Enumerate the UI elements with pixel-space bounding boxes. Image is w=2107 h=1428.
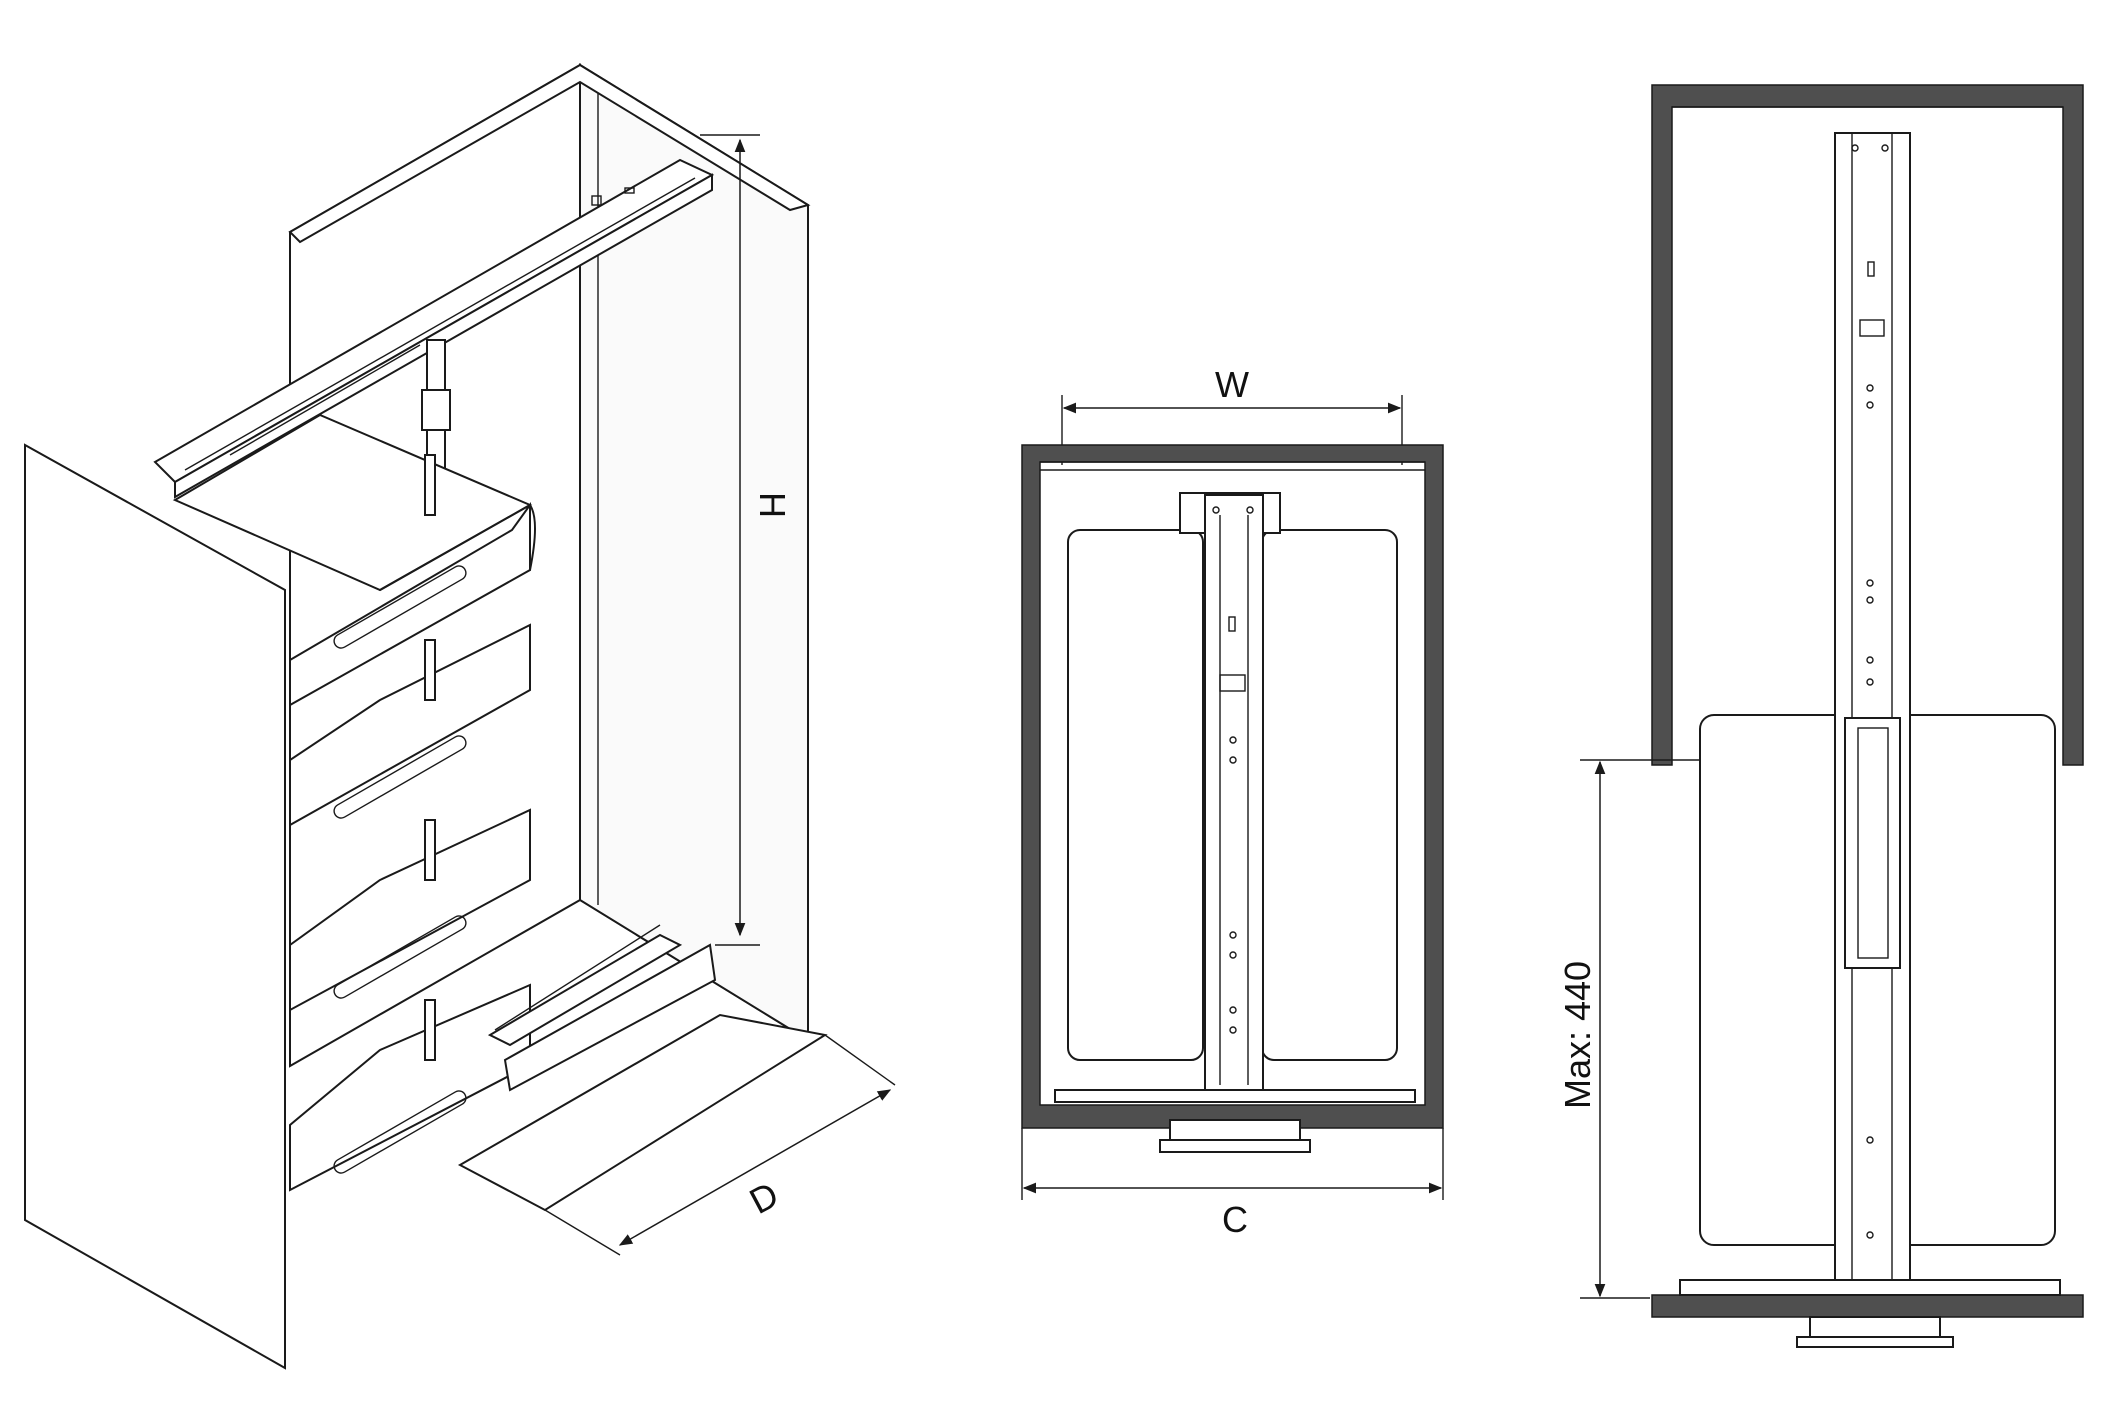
basket-2 <box>289 623 531 827</box>
depth-label: D <box>743 1174 785 1222</box>
basket-panel-right <box>1261 529 1398 1061</box>
width-label: W <box>1215 364 1249 405</box>
bottom-slide-rail <box>487 924 717 1092</box>
isometric-view: H D <box>24 63 896 1370</box>
side-view: Max: 440 <box>1557 84 2084 1348</box>
front-view: W C <box>1021 364 1444 1240</box>
center-column <box>1204 494 1264 1091</box>
depth-dimension-line <box>618 1089 892 1246</box>
max-label: Max: 440 <box>1557 961 1598 1109</box>
height-label: H <box>752 492 793 518</box>
basket-1 <box>172 413 536 707</box>
side-center-column <box>1834 132 1911 1284</box>
side-base-frame <box>1651 1294 2084 1318</box>
basket-3 <box>289 808 531 1012</box>
basket-panel-left <box>1067 529 1204 1061</box>
cabinet-label: C <box>1222 1199 1248 1240</box>
basket-4 <box>289 983 531 1192</box>
front-panel <box>24 443 286 1370</box>
top-slide-rail <box>153 158 715 499</box>
